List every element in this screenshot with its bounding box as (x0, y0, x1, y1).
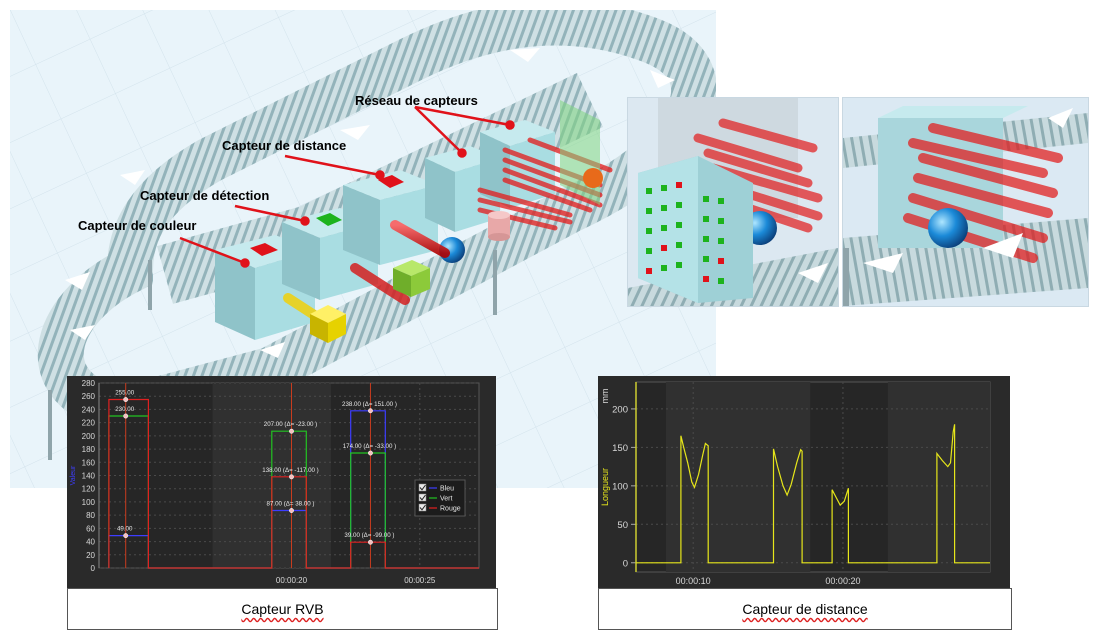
check-icon (419, 494, 426, 501)
y-tick-label: 180 (82, 445, 96, 454)
y-tick-label: 20 (86, 551, 95, 560)
x-tick-label: 00:00:25 (404, 576, 436, 585)
rgb-chart: 0 20 40 60 80 100 120 140 160 180 200 220 240 260 280V… (70, 379, 480, 585)
y-tick-label: 240 (82, 405, 96, 414)
data-label: 138.00 (Δ= -117.00 ) (262, 467, 318, 474)
caption-distance-text: Capteur de distance (742, 601, 868, 617)
y-tick-label: 140 (82, 472, 96, 481)
legend-checkbox (418, 493, 427, 502)
arrow-icon (510, 48, 540, 62)
data-label: 87.00 (Δ= 38.00 ) (267, 501, 315, 508)
data-label: 39.00 (Δ= -99.00 ) (344, 532, 394, 539)
data-label: 49.00 (117, 526, 133, 533)
sensor-box-network-2 (480, 120, 555, 208)
caption-rgb: Capteur RVB (67, 588, 498, 630)
data-point (289, 428, 294, 434)
check-icon (419, 504, 426, 511)
sensor-box-distance (343, 170, 438, 265)
caption-distance: Capteur de distance (598, 588, 1012, 630)
arrow-icon (340, 125, 370, 140)
y-tick-label: 100 (82, 498, 96, 507)
beam-array-closeup (842, 97, 1089, 307)
callout-reseau: Réseau de capteurs (355, 93, 478, 108)
legend-label: Vert (440, 496, 453, 503)
object-cylinder-pink (488, 211, 510, 241)
arrow-icon (70, 325, 95, 340)
detection-beam (350, 263, 410, 305)
data-label: 174.00 (Δ= -33.00 ) (343, 443, 397, 450)
legend-label: Rouge (440, 506, 461, 513)
sensor-grid-closeup (627, 97, 839, 307)
data-point (367, 408, 373, 414)
callout-couleur: Capteur de couleur (78, 218, 197, 233)
support-legs (48, 250, 497, 460)
sensor-grid-leds (646, 182, 724, 284)
x-tick-label: 00:00:20 (276, 576, 308, 585)
y-tick-label: 220 (82, 419, 96, 428)
arrow-icon (120, 170, 145, 185)
y-tick-label: 160 (82, 458, 96, 467)
data-label: 255.00 (115, 390, 134, 397)
y-tick-label: 50 (617, 520, 628, 531)
y-tick-label: 260 (82, 392, 96, 401)
object-ball-orange (583, 168, 603, 188)
conveyor-track (37, 10, 716, 434)
callout-detection: Capteur de détection (140, 188, 270, 203)
x-tick-label: 00:00:10 (676, 576, 711, 586)
y-tick-label: 100 (612, 481, 628, 492)
highlight-band (665, 382, 811, 572)
object-cube-yellow (310, 305, 346, 343)
y-tick-label: 40 (86, 538, 95, 547)
y-axis-label: Valeur (70, 465, 77, 485)
x-tick-label: 00:00:20 (825, 576, 860, 586)
check-icon (419, 484, 426, 491)
y-tick-label: 80 (86, 511, 95, 520)
color-sensor-indicator (250, 243, 278, 256)
data-point (123, 413, 129, 419)
arrow-icon (260, 342, 285, 358)
data-point (289, 474, 294, 480)
y-axis-label: Longueur (600, 468, 610, 506)
series-line-rouge (108, 398, 479, 569)
callout-distance: Capteur de distance (222, 138, 347, 153)
legend-checkbox (418, 483, 427, 492)
y-tick-label: 280 (82, 379, 96, 388)
y-tick-label: 200 (82, 432, 96, 441)
data-point (123, 533, 129, 539)
data-point (289, 508, 294, 513)
y-tick-label: 60 (86, 524, 95, 533)
highlight-band (887, 382, 990, 572)
series-line-longueur (636, 424, 990, 564)
callout-leaders (179, 105, 515, 268)
arrow-icon (65, 272, 90, 290)
data-point (123, 397, 129, 402)
y-tick-label: 0 (91, 564, 96, 573)
data-label: 238.00 (Δ= 151.00 ) (342, 401, 397, 408)
data-label: 230.00 (115, 406, 134, 413)
legend-label: Bleu (440, 486, 454, 493)
detection-sensor-indicator (316, 213, 342, 226)
y-tick-label: 0 (623, 558, 628, 569)
data-point (367, 539, 373, 545)
caption-rgb-text: Capteur RVB (241, 601, 324, 617)
distance-sensor-indicator (378, 175, 404, 188)
legend-checkbox (418, 503, 427, 512)
object-cube-green (393, 260, 430, 297)
y-tick-label: 200 (612, 404, 628, 415)
data-label: 207.00 (Δ= -23.00 ) (264, 421, 318, 428)
y-tick-label: 150 (612, 443, 628, 454)
data-point (367, 450, 373, 456)
arrow-icon (650, 70, 675, 88)
unit-label: mm (600, 389, 610, 404)
y-tick-label: 120 (82, 485, 96, 494)
distance-beam (390, 220, 450, 258)
direction-arrows (65, 48, 675, 358)
